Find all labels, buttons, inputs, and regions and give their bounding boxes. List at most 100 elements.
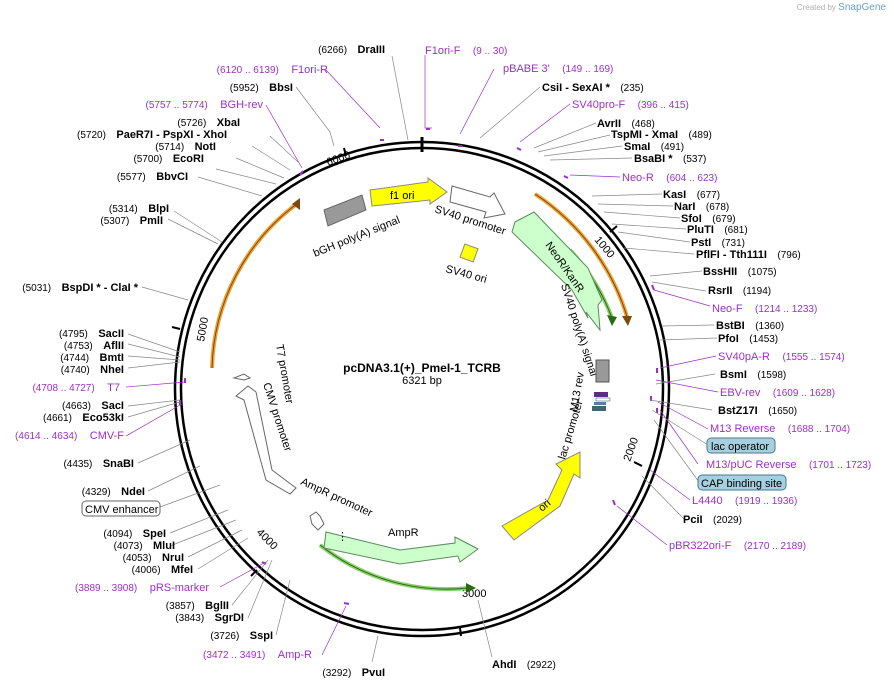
cmv-enhancer-label: CMV enhancer (85, 504, 159, 516)
svg-text:BstZ17I (1650): BstZ17I (1650) (718, 401, 797, 418)
t7-promoter-arrow (232, 373, 252, 381)
svg-text:EBV-rev (1609 .. 1628): EBV-rev (1609 .. 1628) (720, 383, 835, 400)
svg-text:(4053) NruI: (4053) NruI (123, 548, 184, 565)
svg-text:PciI (2029): PciI (2029) (683, 510, 742, 527)
tick-label: 4000 (254, 527, 280, 553)
enzyme-pos: (489) (688, 130, 711, 141)
svg-text:(5714) NotI: (5714) NotI (155, 137, 216, 154)
enzyme-name: BsmI (720, 369, 747, 381)
enzyme-pos: (4663) (62, 401, 91, 412)
svg-text:(5952) BbsI: (5952) BbsI (230, 78, 293, 95)
svg-text:(4073) MluI: (4073) MluI (114, 536, 175, 553)
svg-text:(4708 .. 4727) T7: (4708 .. 4727) T7 (32, 378, 120, 395)
enzyme-name: KasI (663, 189, 686, 201)
sv40-polya-box (595, 359, 610, 383)
primer-range: (4708 .. 4727) (32, 383, 94, 394)
svg-text:(5726) XbaI: (5726) XbaI (177, 113, 240, 130)
primer-range: (4614 .. 4634) (15, 431, 77, 442)
enzyme-pos: (4053) (123, 553, 152, 564)
svg-text:PflFI - Tth111I (796): PflFI - Tth111I (796) (696, 245, 801, 262)
enzyme-pos: (3726) (210, 631, 239, 642)
svg-text:L4440 (1919 .. 1936): L4440 (1919 .. 1936) (692, 491, 797, 508)
enzyme-name: BlpI (148, 203, 169, 215)
enzyme-name: SmaI (624, 141, 650, 153)
enzyme-name: SpeI (143, 528, 166, 540)
enzyme-pos: (1598) (757, 370, 786, 381)
primer-name: pBR322ori-F (669, 540, 732, 552)
enzyme-pos: (537) (683, 154, 706, 165)
enzyme-name: SgrDI (215, 612, 244, 624)
enzyme-pos: (4094) (103, 529, 132, 540)
watermark-created-by: Created by (796, 3, 836, 12)
enzyme-pos: (5314) (109, 204, 138, 215)
svg-text:(6120 .. 6139) F1ori-R: (6120 .. 6139) F1ori-R (217, 60, 328, 77)
primer-range: (1701 .. 1723) (809, 460, 871, 471)
enzyme-name: MluI (153, 540, 175, 552)
lac-operator-label: lac operator (711, 441, 769, 453)
enzyme-pos: (5720) (77, 130, 106, 141)
primer-name: BGH-rev (220, 99, 263, 111)
f1-ori-arrow (369, 177, 448, 207)
sv40-ori-label: SV40 ori (444, 263, 488, 286)
enzyme-name: BspDI * - ClaI * (62, 282, 139, 294)
svg-text:(3292) PvuI: (3292) PvuI (322, 663, 385, 680)
backbone (173, 137, 671, 638)
svg-text:(4435) SnaBI: (4435) SnaBI (63, 454, 134, 471)
svg-text:(3889 .. 3908) pRS-marker: (3889 .. 3908) pRS-marker (75, 578, 209, 595)
svg-text:(4006) MfeI: (4006) MfeI (132, 560, 193, 577)
cap-binding-site-box (697, 474, 787, 491)
primer-name: M13/pUC Reverse (706, 459, 796, 471)
enzyme-pos: (4744) (60, 353, 89, 364)
sv40-promoter-arrow (449, 185, 506, 219)
enzyme-name: AhdI (492, 659, 516, 671)
svg-text:(4663) SacI: (4663) SacI (62, 396, 124, 413)
primer-name: pBABE 3' (503, 63, 550, 75)
svg-text:(4661) Eco53kI: (4661) Eco53kI (43, 408, 124, 425)
svg-text:(4753) AflII: (4753) AflII (64, 336, 124, 353)
primer-name: Neo-F (712, 303, 743, 315)
primer-name: EBV-rev (720, 387, 761, 399)
cap-binding-site-label: CAP binding site (701, 478, 782, 490)
primer-range: (9 .. 30) (473, 46, 507, 57)
sv40-ori-box (459, 243, 479, 263)
primer-range: (1555 .. 1574) (782, 352, 844, 363)
enzyme-name: NheI (100, 364, 124, 376)
leader-lines (127, 55, 718, 663)
svg-text:SmaI (491): SmaI (491) (624, 137, 684, 154)
svg-text:(4740) NheI: (4740) NheI (61, 360, 124, 377)
plasmid-name: pcDNA3.1(+)_PmeI-1_TCRB (343, 361, 501, 375)
enzyme-name: PvuI (362, 667, 385, 679)
enzyme-name: PluTI (687, 224, 714, 236)
enzyme-name: XbaI (217, 117, 240, 129)
svg-text:(3843) SgrDI: (3843) SgrDI (175, 608, 244, 625)
primer-range: (5757 .. 5774) (146, 100, 208, 111)
enzyme-pos: (5714) (155, 142, 184, 153)
plasmid-length: 6321 bp (402, 375, 442, 387)
svg-text:(5720) PaeR7I - PspXI - Xh: (5720) PaeR7I - PspXI - XhoI (77, 125, 227, 142)
enzyme-name: SnaBI (103, 458, 134, 470)
primer-range: (3472 .. 3491) (203, 650, 265, 661)
ampr-promoter-label: AmpR promoter (299, 476, 375, 520)
enzyme-pos: (1075) (748, 267, 777, 278)
enzyme-pos: (4435) (63, 459, 92, 470)
enzyme-pos: (2029) (713, 515, 742, 526)
svg-text:(4744) BmtI: (4744) BmtI (60, 348, 124, 365)
svg-text:CsiI - SexAI * (235): CsiI - SexAI * (235) (542, 78, 644, 95)
enzyme-pos: (731) (722, 238, 745, 249)
cmv-promoter-arrow (235, 385, 297, 495)
enzyme-pos: (796) (777, 250, 800, 261)
svg-text:(4094) SpeI: (4094) SpeI (103, 524, 166, 541)
enzyme-name: NarI (674, 201, 695, 213)
tick-label: 5000 (195, 316, 211, 342)
primer-range: (6120 .. 6139) (217, 65, 279, 76)
enzyme-pos: (678) (706, 202, 729, 213)
svg-text:(5031) BspDI * - ClaI *: (5031) BspDI * - ClaI * (22, 278, 138, 295)
enzyme-name: BstZ17I (718, 405, 758, 417)
enzyme-name: PciI (683, 514, 703, 526)
svg-text:(5314) BlpI: (5314) BlpI (109, 199, 169, 216)
svg-text:pBR322ori-F (2170 .. 2189): pBR322ori-F (2170 .. 2189) (669, 536, 806, 553)
enzyme-name: PmlI (140, 215, 163, 227)
svg-text:(5577) BbvCI: (5577) BbvCI (117, 167, 188, 184)
primer-range: (1919 .. 1936) (735, 496, 797, 507)
enzyme-pos: (4795) (59, 329, 88, 340)
